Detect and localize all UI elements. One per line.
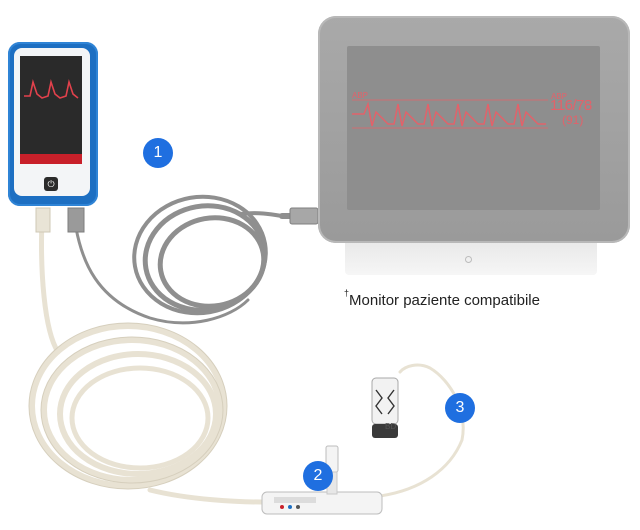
power-icon: ⏻ [44, 177, 58, 191]
abp-systolic-diastolic: 116/78 [550, 97, 592, 114]
monitor-power-led [465, 256, 472, 263]
gray-cable [74, 194, 321, 325]
abp-waveform [352, 101, 546, 127]
tubing-connector [35, 207, 51, 233]
callout-1-badge: 1 [143, 138, 173, 168]
dagger-symbol: † [344, 288, 350, 298]
caption-text: Monitor paziente compatibile [349, 292, 540, 309]
callout-3-badge: 3 [445, 393, 475, 423]
callout-2-badge: 2 [303, 461, 333, 491]
device-status-bar [20, 154, 82, 164]
transducer-clip [371, 377, 399, 438]
tubing-outline [28, 322, 228, 490]
abp-mean: (91) [562, 113, 584, 127]
abp-label-right: ABP [551, 92, 568, 101]
cable-connector [67, 207, 85, 233]
abp-label-left: ABP [352, 91, 369, 100]
device-waveform-trace [24, 78, 79, 99]
device-screen [20, 56, 82, 164]
monitor-caption: †Monitor paziente compatibile [344, 288, 540, 309]
transducer-logo: BD [385, 422, 397, 431]
pressure-tubing [29, 215, 465, 505]
